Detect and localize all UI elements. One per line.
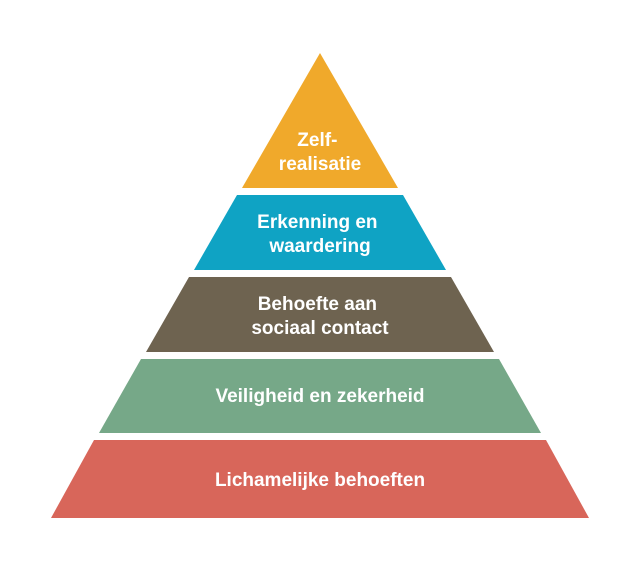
pyramid-level-esteem-label-line1: Erkenning en: [257, 212, 377, 233]
pyramid-level-esteem-label-line2: waardering: [268, 236, 370, 257]
pyramid-level-safety-label: Veiligheid en zekerheid: [215, 386, 424, 407]
svg-text:Veiligheid en zekerheid: Veiligheid en zekerheid: [215, 386, 424, 407]
svg-text:Behoefte aan sociaal con: Behoefte aan sociaal contact: [251, 294, 389, 339]
pyramid-level-self-actualization-label-line1: Zelf-: [297, 130, 337, 151]
pyramid-level-social-label-line1: Behoefte aan: [258, 294, 377, 315]
pyramid-level-safety: Veiligheid en zekerheid: [99, 359, 541, 433]
pyramid-level-safety-shape: [99, 359, 541, 433]
svg-text:Lichamelijke behoeften: Lichamelijke behoeften: [215, 470, 425, 491]
pyramid-level-self-actualization-shape: [242, 53, 398, 188]
pyramid-level-social-shape: [146, 277, 494, 352]
pyramid-level-self-actualization-label-line2: realisatie: [279, 154, 361, 175]
svg-text:Zelf- realisatie: Zelf- realisatie: [279, 130, 361, 175]
pyramid-level-self-actualization: Zelf- realisatie: [242, 53, 398, 188]
pyramid-level-physiological-shape: [51, 440, 589, 518]
pyramid-level-social: Behoefte aan sociaal contact: [146, 277, 494, 352]
pyramid-level-physiological-label: Lichamelijke behoeften: [215, 470, 425, 491]
pyramid-level-social-label-line2: sociaal contact: [251, 318, 389, 339]
pyramid-level-physiological: Lichamelijke behoeften: [51, 440, 589, 518]
pyramid-level-esteem: Erkenning en waardering: [194, 195, 446, 270]
pyramid-level-esteem-shape: [194, 195, 446, 270]
svg-text:Erkenning en waardering: Erkenning en waardering: [257, 212, 383, 257]
